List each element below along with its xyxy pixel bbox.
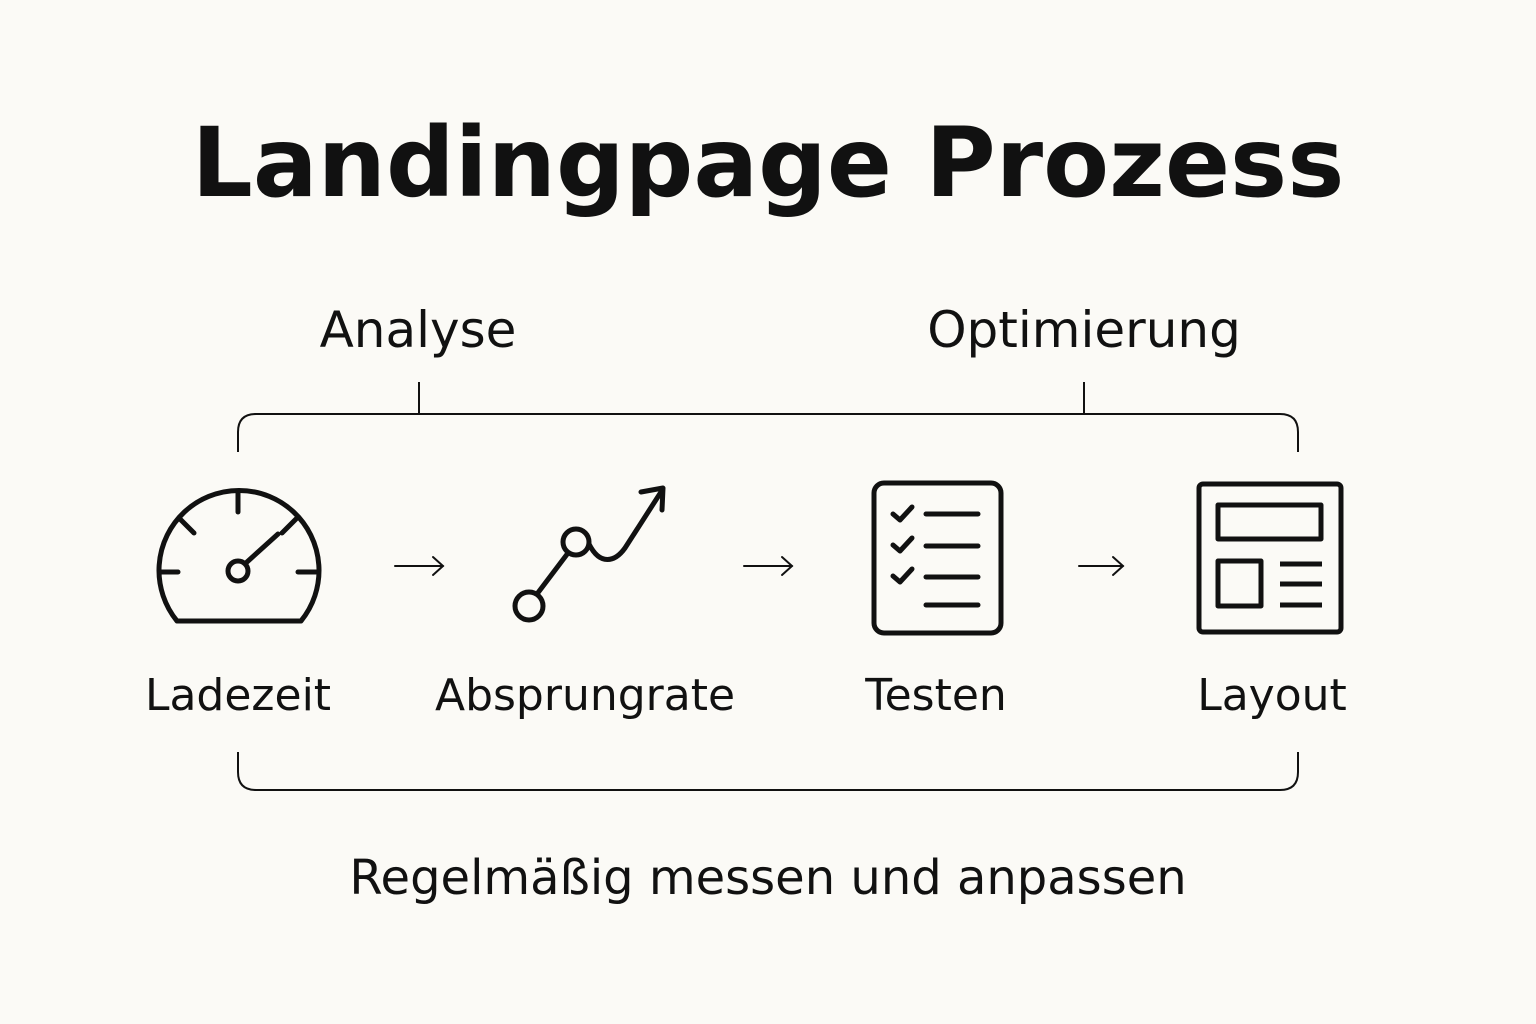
trend-up-icon <box>512 485 666 623</box>
arrow-right-icon <box>394 556 445 576</box>
diagram-title: Landingpage Prozess <box>191 107 1345 219</box>
checklist-icon <box>871 480 1004 636</box>
top-bracket <box>237 382 1299 452</box>
step-label-ladezeit: Ladezeit <box>144 670 332 721</box>
arrow-right-icon <box>1078 556 1125 576</box>
bottom-bracket <box>237 752 1299 791</box>
group-label-optimierung: Optimierung <box>927 301 1241 359</box>
arrow-right-icon <box>743 556 794 576</box>
speedometer-icon <box>156 488 322 624</box>
layout-icon <box>1196 481 1344 635</box>
step-label-layout: Layout <box>1197 670 1347 721</box>
step-label-testen: Testen <box>865 670 1007 721</box>
step-label-absprungrate: Absprungrate <box>434 670 736 721</box>
group-label-analyse: Analyse <box>319 301 517 359</box>
footer-caption: Regelmäßig messen und anpassen <box>349 850 1187 906</box>
